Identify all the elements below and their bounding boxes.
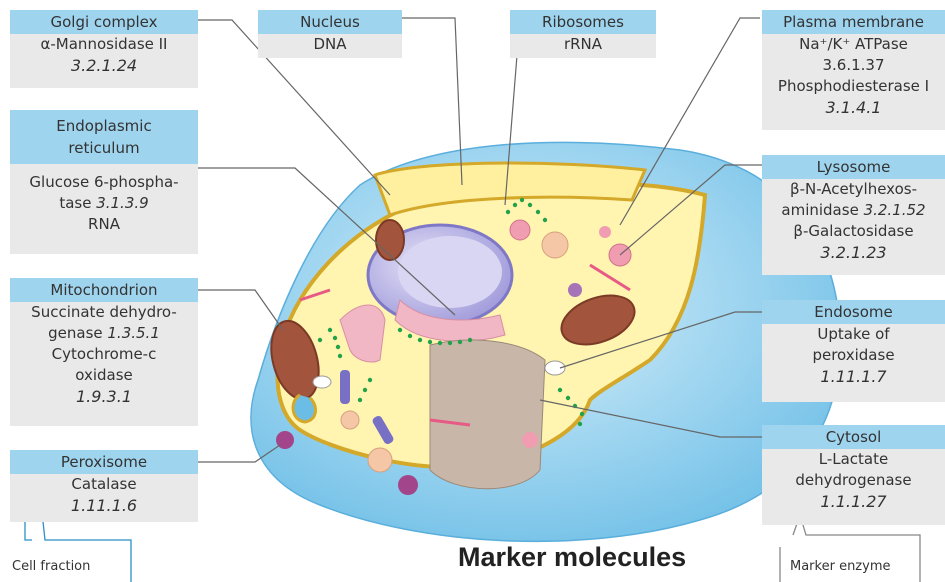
endocytic-pocket xyxy=(293,395,315,422)
mitochondrion-marker-1: Succinate dehydro- xyxy=(10,302,198,323)
endosome-header: Endosome xyxy=(762,300,945,324)
plasma-membrane-ec-2: 3.1.4.1 xyxy=(762,97,945,118)
endosome-shape xyxy=(545,361,565,375)
mitochondrion-marker-2b: oxidase xyxy=(10,365,198,386)
peroxisome-box: Peroxisome Catalase 1.11.1.6 xyxy=(10,450,198,522)
er-box: Endoplasmic reticulum Glucose 6-phospha-… xyxy=(10,110,198,254)
mitochondrion-ec-2: 1.9.3.1 xyxy=(10,386,198,407)
er-marker-prefix: tase xyxy=(59,194,96,212)
lysosome-header: Lysosome xyxy=(762,155,945,179)
mitochondrion-box: Mitochondrion Succinate dehydro- genase … xyxy=(10,278,198,426)
nucleus-box: Nucleus DNA xyxy=(258,10,402,58)
cytosol-marker-1: L-Lactate xyxy=(762,449,945,470)
vesicle-5 xyxy=(522,432,538,448)
nucleus-inner xyxy=(398,236,502,308)
golgi-complex-header: Golgi complex xyxy=(10,10,198,34)
endosome-marker-2: peroxidase xyxy=(762,345,945,366)
lysosome-ec-2: 3.2.1.23 xyxy=(762,242,945,263)
er-header-line-1: Endoplasmic xyxy=(10,115,198,137)
golgi-ec-number: 3.2.1.24 xyxy=(10,55,198,76)
nucleus-marker: DNA xyxy=(258,34,402,55)
peroxisome-marker: Catalase xyxy=(10,474,198,495)
er-header: Endoplasmic reticulum xyxy=(10,110,198,164)
golgi-marker: α-Mannosidase II xyxy=(10,34,198,55)
endosome-ec: 1.11.1.7 xyxy=(762,366,945,387)
er-marker-line-2: tase 3.1.3.9 xyxy=(10,193,198,214)
peroxisome-header: Peroxisome xyxy=(10,450,198,474)
cell-fraction-legend: Cell fraction xyxy=(6,557,96,576)
er-spacer xyxy=(10,164,198,172)
vesicle-9 xyxy=(341,411,359,429)
vesicle-8 xyxy=(599,226,611,238)
lysosome-marker-1b: aminidase 3.2.1.52 xyxy=(762,200,945,221)
er-header-line-2: reticulum xyxy=(10,137,198,159)
peroxisome-ec: 1.11.1.6 xyxy=(10,495,198,516)
ribosomes-header: Ribosomes xyxy=(510,10,656,34)
lysosome-marker-prefix: aminidase xyxy=(781,201,863,219)
figure-caption: Marker molecules xyxy=(458,542,686,573)
mitochondrion-header: Mitochondrion xyxy=(10,278,198,302)
mitochondrion-marker-2: Cytochrome-c xyxy=(10,344,198,365)
er-marker-line-1: Glucose 6-phospha- xyxy=(10,172,198,193)
mitochondrion-shape-top xyxy=(376,220,404,260)
mitochondrion-marker-1b: genase 1.3.5.1 xyxy=(10,323,198,344)
er-ec-number: 3.1.3.9 xyxy=(96,194,148,212)
vesicle-2 xyxy=(510,220,530,240)
ribosomes-marker: rRNA xyxy=(510,34,656,55)
rod-organelle xyxy=(340,370,350,404)
vesicle-1 xyxy=(542,232,568,258)
mitochondrion-marker-prefix: genase xyxy=(48,324,107,342)
plasma-membrane-box: Plasma membrane Na⁺/K⁺ ATPase 3.6.1.37 P… xyxy=(762,10,945,130)
er-rna: RNA xyxy=(10,214,198,235)
cytosol-marker-2: dehydrogenase xyxy=(762,470,945,491)
plasma-membrane-marker-2: Phosphodiesterase I xyxy=(762,76,945,97)
lysosome-ec-1: 3.2.1.52 xyxy=(864,201,926,219)
vesicle-6 xyxy=(398,475,418,495)
golgi-complex-box: Golgi complex α-Mannosidase II 3.2.1.24 xyxy=(10,10,198,88)
plasma-membrane-marker-1: Na⁺/K⁺ ATPase xyxy=(762,34,945,55)
marker-enzyme-legend: Marker enzyme xyxy=(784,557,896,576)
ribosomes-box: Ribosomes rRNA xyxy=(510,10,656,58)
lysosome-box: Lysosome β-N-Acetylhexos- aminidase 3.2.… xyxy=(762,155,945,275)
endosome-marker-1: Uptake of xyxy=(762,324,945,345)
mitochondrion-ec-1: 1.3.5.1 xyxy=(107,324,159,342)
cytosol-header: Cytosol xyxy=(762,425,945,449)
lysosome-marker-2: β-Galactosidase xyxy=(762,221,945,242)
plasma-membrane-header: Plasma membrane xyxy=(762,10,945,34)
cytosol-ec: 1.1.1.27 xyxy=(762,491,945,512)
lysosome-marker-1: β-N-Acetylhexos- xyxy=(762,179,945,200)
vesicle-3 xyxy=(568,283,582,297)
plasma-membrane-ec-1: 3.6.1.37 xyxy=(762,55,945,76)
cytosol-box: Cytosol L-Lactate dehydrogenase 1.1.1.27 xyxy=(762,425,945,525)
white-vesicle xyxy=(313,376,331,388)
rough-er xyxy=(430,340,545,489)
endosome-box: Endosome Uptake of peroxidase 1.11.1.7 xyxy=(762,300,945,402)
vesicle-4 xyxy=(368,448,392,472)
nucleus-header: Nucleus xyxy=(258,10,402,34)
